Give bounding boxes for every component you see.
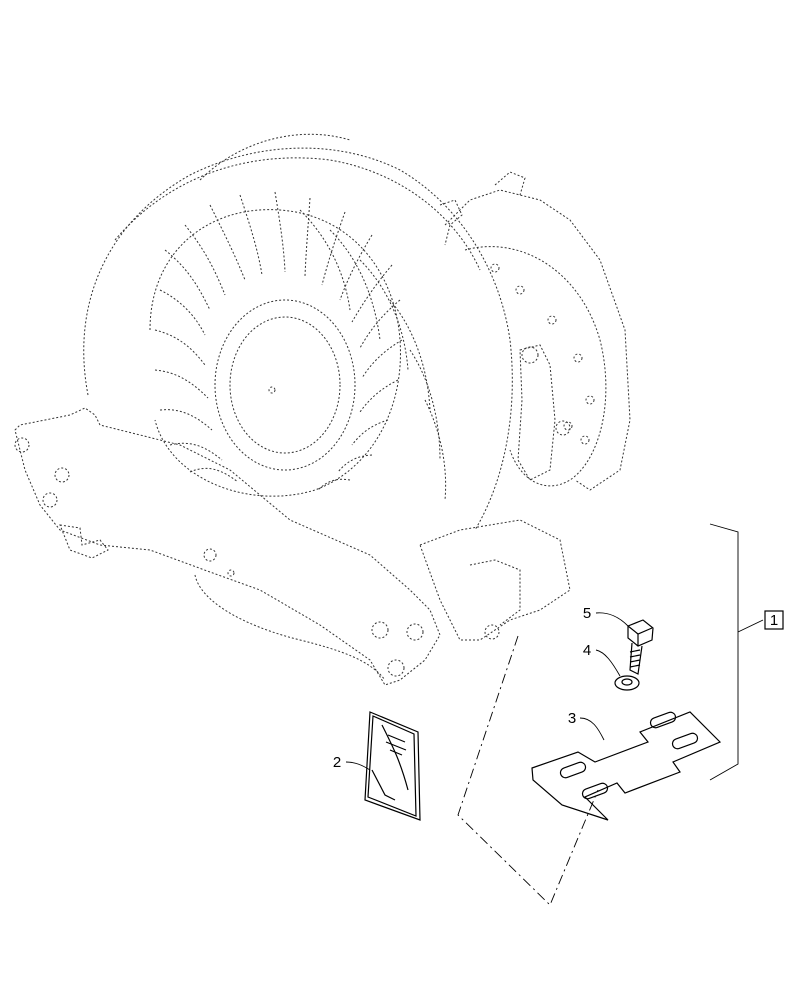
engine-block-right bbox=[444, 189, 631, 491]
part-3-plate bbox=[531, 711, 722, 821]
frame-bolts bbox=[14, 437, 424, 677]
hose-fitting bbox=[59, 524, 109, 559]
fan-shroud-top-rim bbox=[199, 133, 351, 181]
tensioner-arm bbox=[517, 344, 556, 481]
fan-shroud-outline bbox=[83, 147, 513, 531]
fan-blades bbox=[154, 191, 403, 491]
housing-bolt bbox=[484, 624, 500, 640]
plate-slots bbox=[559, 711, 699, 800]
fan-shroud-back-edge bbox=[114, 157, 481, 271]
fan-hub-center bbox=[268, 386, 276, 394]
engine-housing bbox=[419, 519, 571, 641]
part-4-washer bbox=[614, 675, 640, 691]
support-frame-lower bbox=[194, 574, 386, 681]
fan-hub-bolt-circle bbox=[229, 316, 341, 454]
callout-box-1 bbox=[764, 610, 784, 630]
fan-hub bbox=[214, 299, 356, 471]
callout-1: 1 bbox=[770, 612, 778, 629]
group-bracket bbox=[709, 523, 764, 781]
engine-housing-step bbox=[469, 559, 521, 626]
callout-2: 2 bbox=[333, 754, 341, 771]
callout-5: 5 bbox=[583, 605, 591, 622]
engine-pipe bbox=[439, 199, 463, 246]
support-frame bbox=[14, 407, 441, 686]
assembly-path-line bbox=[457, 635, 599, 906]
flywheel-disc bbox=[464, 246, 607, 487]
fan-inner-ring bbox=[149, 209, 401, 497]
engine-block-top bbox=[494, 171, 526, 196]
callout-3: 3 bbox=[568, 710, 576, 727]
leader-3 bbox=[579, 717, 605, 741]
phantom-fan-assembly bbox=[14, 133, 631, 686]
leader-5 bbox=[595, 612, 629, 627]
part-2-decal bbox=[364, 711, 421, 821]
part-5-bolt bbox=[627, 619, 654, 675]
callout-4: 4 bbox=[583, 642, 591, 659]
leader-4 bbox=[595, 649, 621, 677]
tensioner-nut-lower bbox=[555, 420, 571, 436]
flywheel-bolt-holes bbox=[490, 263, 595, 445]
tensioner-nut bbox=[521, 346, 539, 364]
leader-2 bbox=[345, 761, 371, 771]
shroud-ribs bbox=[299, 209, 447, 501]
